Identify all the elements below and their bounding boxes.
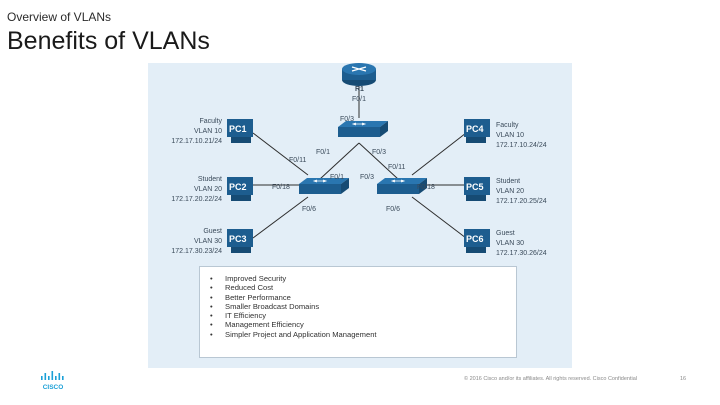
benefits-list: •Improved Security •Reduced Cost •Better… [210, 274, 516, 339]
benefit-text: Smaller Broadcast Domains [225, 301, 320, 311]
pc3-vlan: VLAN 30 [194, 238, 222, 245]
pc4-label: PC4 [466, 124, 484, 134]
list-item: •Reduced Cost [210, 283, 274, 293]
benefit-text: Better Performance [225, 292, 291, 302]
pc6-vlan: VLAN 30 [496, 240, 524, 247]
port-label: F0/3 [372, 149, 386, 156]
pc4-vlan: VLAN 10 [496, 132, 524, 139]
pc6-label: PC6 [466, 234, 484, 244]
pc1-ip: 172.17.10.21/24 [171, 138, 222, 145]
list-item: •Smaller Broadcast Domains [210, 301, 320, 311]
pc5-label: PC5 [466, 182, 484, 192]
pc3-group: Guest [203, 228, 222, 235]
list-item: •IT Efficiency [210, 311, 267, 321]
list-item: •Better Performance [210, 292, 291, 302]
logo-text: CISCO [43, 384, 64, 391]
pc3-icon: PC3 [227, 229, 253, 253]
pc2-icon: PC2 [227, 177, 253, 201]
pc4-ip: 172.17.10.24/24 [496, 142, 547, 149]
pc4-group: Faculty [496, 122, 519, 129]
port-label: F0/6 [302, 206, 316, 213]
pc6-ip: 172.17.30.26/24 [496, 250, 547, 257]
port-label: F0/1 [330, 174, 344, 181]
pc3-label: PC3 [229, 234, 247, 244]
link-top-left-switch [319, 142, 360, 180]
link-pc6 [411, 196, 467, 239]
list-item: •Management Efficiency [210, 320, 304, 330]
pc2-vlan: VLAN 20 [194, 186, 222, 193]
link-pc4 [411, 132, 467, 176]
pc2-label: PC2 [229, 182, 247, 192]
pc1-label: PC1 [229, 124, 247, 134]
pc5-ip: 172.17.20.25/24 [496, 198, 547, 205]
router-name: R1 [355, 86, 364, 93]
topology-diagram: R1 F0/1 F0/3 F0/1 F0/3 F0/11 F0/11 F [171, 63, 547, 257]
benefit-text: Reduced Cost [225, 283, 274, 293]
benefit-text: Management Efficiency [225, 320, 304, 330]
footer-copyright: © 2016 Cisco and/or its affiliates. All … [464, 376, 638, 382]
pc5-group: Student [496, 178, 520, 185]
port-label: F0/18 [417, 184, 435, 191]
port-label: F0/3 [340, 116, 354, 123]
benefits-list-box: •Improved Security •Reduced Cost •Better… [199, 266, 517, 358]
benefit-text: IT Efficiency [225, 311, 267, 321]
list-item: •Simpler Project and Application Managem… [210, 329, 377, 339]
cisco-logo-icon: CISCO [41, 371, 64, 391]
pc5-icon: PC5 [464, 177, 490, 201]
switch-icon [377, 178, 427, 194]
port-label: F0/3 [360, 174, 374, 181]
pc2-group: Student [198, 176, 222, 183]
pc5-vlan: VLAN 20 [496, 188, 524, 195]
benefit-text: Simpler Project and Application Manageme… [225, 329, 377, 339]
pc4-icon: PC4 [464, 119, 490, 143]
pc1-vlan: VLAN 10 [194, 128, 222, 135]
vlan-topology-figure: R1 F0/1 F0/3 F0/1 F0/3 F0/11 F0/11 F [148, 63, 572, 368]
section-subtitle: Overview of VLANs [7, 10, 112, 24]
switch-icon [299, 178, 349, 194]
link-pc1 [252, 132, 309, 176]
page-number: 16 [680, 376, 687, 382]
port-label: F0/11 [388, 164, 405, 171]
pc3-ip: 172.17.30.23/24 [171, 248, 222, 255]
router-port-label: F0/1 [352, 96, 366, 103]
router-icon [342, 63, 376, 86]
pc6-icon: PC6 [464, 229, 490, 253]
pc6-group: Guest [496, 230, 515, 237]
pc1-icon: PC1 [227, 119, 253, 143]
slide-title: Benefits of VLANs [7, 27, 210, 55]
port-label: F0/18 [272, 184, 290, 191]
pc2-ip: 172.17.20.22/24 [171, 196, 222, 203]
benefit-text: Improved Security [225, 274, 287, 283]
link-pc3 [252, 196, 309, 239]
link-top-right-switch [358, 142, 399, 180]
pc1-group: Faculty [199, 118, 222, 125]
switch-icon [338, 121, 388, 137]
network-links [252, 85, 467, 239]
port-label: F0/1 [316, 149, 330, 156]
port-label: F0/11 [289, 157, 306, 164]
port-label: F0/6 [386, 206, 400, 213]
list-item: •Improved Security [210, 274, 287, 283]
